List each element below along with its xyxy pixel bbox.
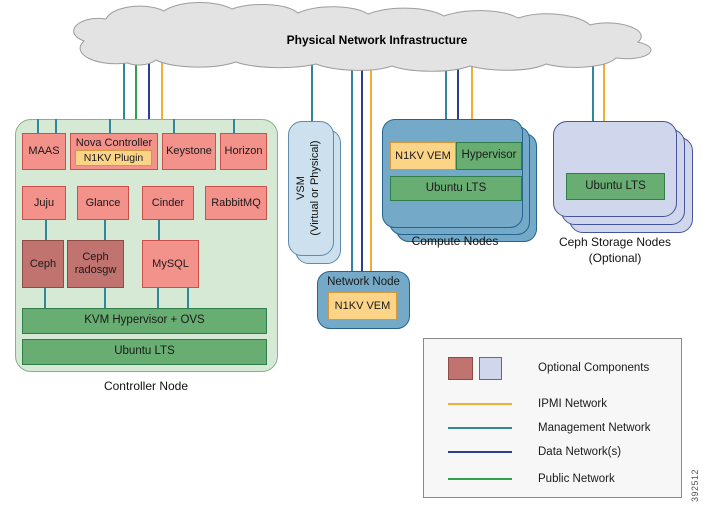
cloud-title: Physical Network Infrastructure	[286, 33, 468, 48]
controller-horizon-box: Horizon	[220, 133, 267, 170]
controller-juju-box: Juju	[22, 186, 66, 220]
network-node-n1kv-vem-box: N1KV VEM	[328, 292, 397, 320]
legend-public-label: Public Network	[538, 472, 615, 485]
controller-nova-box: Nova Controller N1KV Plugin	[70, 133, 158, 170]
controller-maas-box: MAAS	[22, 133, 66, 170]
controller-ceph-radosgw-box: Ceph radosgw	[67, 240, 124, 288]
controller-kvm-ovs-box: KVM Hypervisor + OVS	[22, 308, 267, 334]
controller-cinder-box: Cinder	[142, 186, 194, 220]
controller-ceph-box: Ceph	[22, 240, 64, 288]
ceph-storage-node	[553, 121, 677, 217]
legend-ipmi-label: IPMI Network	[538, 397, 608, 410]
legend-management-label: Management Network	[538, 421, 651, 434]
ceph-storage-ubuntu-box: Ubuntu LTS	[566, 173, 665, 200]
compute-n1kv-vem-box: N1KV VEM	[390, 142, 456, 170]
legend-management-line	[448, 427, 512, 429]
controller-nova-label: Nova Controller	[75, 136, 153, 149]
compute-hypervisor-box: Hypervisor	[456, 142, 522, 170]
controller-keystone-box: Keystone	[162, 133, 216, 170]
vsm-label-line2: (Virtual or Physical)	[309, 140, 322, 236]
controller-glance-box: Glance	[77, 186, 129, 220]
controller-n1kv-plugin-box: N1KV Plugin	[75, 150, 152, 166]
compute-node	[382, 119, 523, 228]
compute-ubuntu-box: Ubuntu LTS	[390, 176, 522, 201]
controller-ubuntu-box: Ubuntu LTS	[22, 339, 267, 365]
legend-data-line	[448, 451, 512, 453]
network-node-label: Network Node	[327, 275, 400, 288]
ceph-storage-label-line1: Ceph Storage Nodes	[558, 234, 672, 249]
vsm-label: VSM (Virtual or Physical)	[294, 121, 328, 256]
legend-ipmi-line	[448, 403, 512, 405]
controller-node-label: Controller Node	[103, 379, 189, 394]
legend-optional-swatch-red	[448, 357, 473, 380]
legend-optional-swatch-lavender	[479, 357, 502, 380]
vsm-label-line1: VSM	[295, 176, 307, 200]
controller-rabbitmq-box: RabbitMQ	[205, 186, 267, 220]
vsm-node	[288, 121, 334, 256]
legend-public-line	[448, 478, 512, 480]
legend-data-label: Data Network(s)	[538, 445, 622, 458]
compute-nodes-label: Compute Nodes	[411, 234, 499, 249]
ceph-storage-label-line2: (Optional)	[588, 250, 642, 265]
controller-mysql-box: MySQL	[142, 240, 199, 288]
figure-number: 392512	[690, 468, 700, 502]
legend-optional-label: Optional Components	[538, 361, 650, 374]
